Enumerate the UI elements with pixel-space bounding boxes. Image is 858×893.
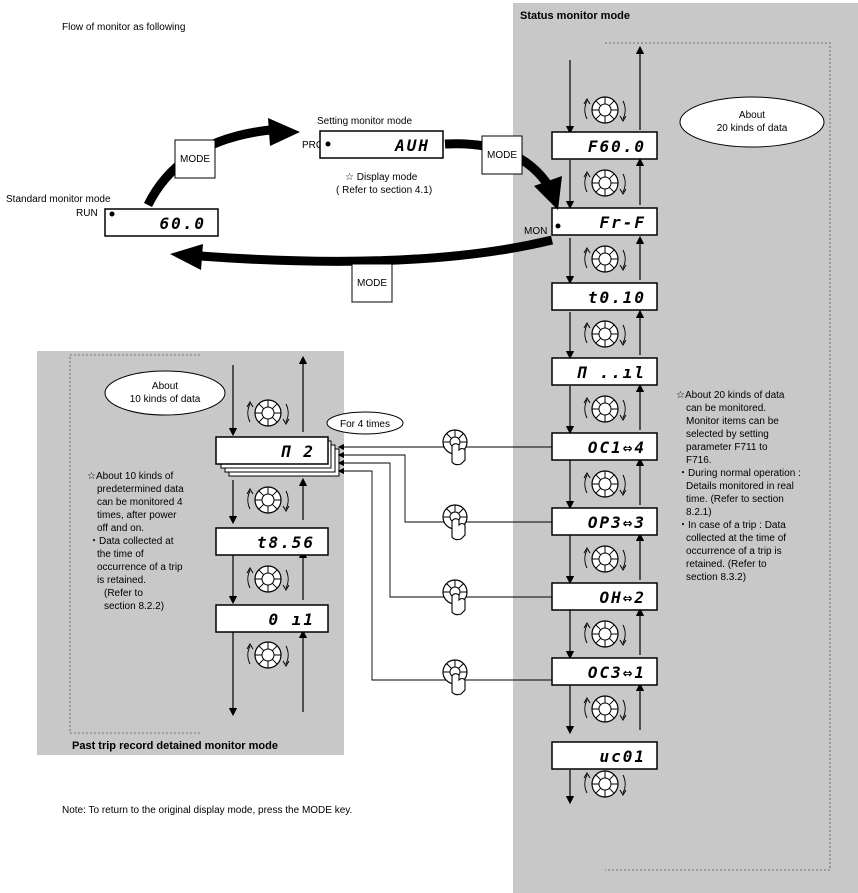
status-display-6: OP3⇔3: [551, 507, 658, 536]
status-dotted-frame: [605, 42, 831, 871]
svg-text:time. (Refer to section: time. (Refer to section: [686, 494, 784, 505]
display-value: Π 2: [280, 442, 315, 461]
svg-text:Details monitored in real: Details monitored in real: [686, 481, 794, 492]
past-bubble-line2: 10 kinds of data: [130, 394, 201, 405]
display-value: OH⇔2: [599, 588, 646, 607]
mode-key-2[interactable]: MODE: [481, 135, 523, 175]
past-bubble-line1: About: [152, 381, 178, 392]
prg-lamp-icon: [325, 141, 331, 147]
svg-text:section 8.3.2): section 8.3.2): [686, 572, 746, 583]
press-dial-icon: [442, 504, 468, 541]
svg-text:occurrence of a trip is: occurrence of a trip is: [686, 546, 782, 557]
display-value: F60.0: [588, 137, 646, 156]
display-value: 0 ı1: [268, 610, 315, 629]
status-display-9: uc01: [551, 741, 658, 770]
svg-text:collected at the time of: collected at the time of: [686, 533, 786, 544]
svg-text:section 8.2.2): section 8.2.2): [104, 601, 164, 612]
past-bubble: [104, 370, 226, 416]
mode-key-label: MODE: [180, 154, 210, 165]
past-display-stack: Π 2: [215, 436, 340, 477]
display-value: OC3⇔1: [588, 663, 646, 682]
past-arrows: [228, 355, 308, 717]
setting-note-line2: ( Refer to section 4.1): [336, 185, 432, 196]
press-icons[interactable]: [442, 429, 468, 696]
past-display-2: t8.56: [215, 527, 329, 556]
svg-text:the time of: the time of: [97, 549, 144, 560]
svg-text:predetermined data: predetermined data: [97, 484, 184, 495]
mon-lamp-icon: [555, 223, 561, 229]
svg-text:parameter F711 to: parameter F711 to: [686, 442, 768, 453]
display-value: uc01: [599, 747, 646, 766]
display-value: OC1⇔4: [588, 438, 646, 457]
standard-mode-label: Standard monitor mode: [6, 194, 111, 205]
svg-text:selected by setting: selected by setting: [686, 429, 769, 440]
setting-note-line1: ☆ Display mode: [345, 172, 418, 183]
times-label: For 4 times: [340, 419, 390, 430]
status-bubble-line1: About: [739, 110, 765, 121]
past-description: ☆About 10 kinds of predetermined data ca…: [87, 471, 184, 612]
svg-text:8.2.1): 8.2.1): [686, 507, 712, 518]
svg-text:(Refer to: (Refer to: [104, 588, 143, 599]
status-description: ☆About 20 kinds of data can be monitored…: [676, 390, 801, 583]
display-value: Fr-F: [599, 213, 646, 232]
svg-text:・In case of a trip : Data: ・In case of a trip : Data: [678, 520, 786, 531]
svg-text:retained. (Refer to: retained. (Refer to: [686, 559, 767, 570]
status-bubble-line2: 20 kinds of data: [717, 123, 788, 134]
mon-lamp-label: MON: [524, 226, 547, 237]
prg-lamp-label: PRG: [302, 140, 324, 151]
setting-display: AUH: [319, 130, 444, 159]
mode-key-label: MODE: [357, 278, 387, 289]
svg-text:occurrence of a trip: occurrence of a trip: [97, 562, 183, 573]
svg-text:is retained.: is retained.: [97, 575, 146, 586]
display-value: 60.0: [159, 214, 206, 233]
svg-text:times, after power: times, after power: [97, 510, 177, 521]
status-bubble: [679, 96, 825, 148]
svg-text:☆About 20 kinds of data: ☆About 20 kinds of data: [676, 390, 785, 401]
status-display-3: t0.10: [551, 282, 658, 311]
svg-text:☆About 10 kinds of: ☆About 10 kinds of: [87, 471, 173, 482]
press-dial-icon: [442, 659, 468, 696]
page-title: Flow of monitor as following: [62, 22, 185, 33]
run-lamp-label: RUN: [76, 208, 98, 219]
status-display-8: OC3⇔1: [551, 657, 658, 686]
mode-key-label: MODE: [487, 150, 517, 161]
display-value: AUH: [394, 136, 430, 155]
status-display-4: Π ..ıl: [551, 357, 658, 386]
status-display-2: Fr-F: [551, 207, 658, 236]
display-value: t0.10: [588, 288, 646, 307]
display-value: Π ..ıl: [576, 363, 646, 382]
press-dial-icon: [442, 579, 468, 616]
display-value: t8.56: [257, 533, 315, 552]
svg-text:can be monitored.: can be monitored.: [686, 403, 766, 414]
svg-text:・During normal operation :: ・During normal operation :: [678, 468, 801, 479]
svg-text:F716.: F716.: [686, 455, 712, 466]
status-display-7: OH⇔2: [551, 582, 658, 611]
svg-text:can be monitored 4: can be monitored 4: [97, 497, 183, 508]
status-display-5: OC1⇔4: [551, 432, 658, 461]
footer-note: Note: To return to the original display …: [62, 805, 352, 816]
mode-key-1[interactable]: MODE: [174, 139, 216, 179]
svg-text:・Data collected at: ・Data collected at: [89, 536, 174, 547]
display-value: OP3⇔3: [588, 513, 646, 532]
past-mode-title: Past trip record detained monitor mode: [72, 740, 278, 752]
mode-key-3[interactable]: MODE: [351, 263, 393, 303]
setting-mode-label: Setting monitor mode: [317, 116, 412, 127]
status-mode-title: Status monitor mode: [520, 10, 630, 22]
standard-display: 60.0: [104, 208, 219, 237]
past-dotted-frame: [69, 354, 200, 734]
status-display-1: F60.0: [551, 131, 658, 160]
press-dial-icon: [442, 429, 468, 466]
svg-text:off and on.: off and on.: [97, 523, 144, 534]
past-display-3: 0 ı1: [215, 604, 329, 633]
svg-text:Monitor items can be: Monitor items can be: [686, 416, 779, 427]
times-bubble: [326, 411, 404, 435]
run-lamp-icon: [109, 211, 115, 217]
